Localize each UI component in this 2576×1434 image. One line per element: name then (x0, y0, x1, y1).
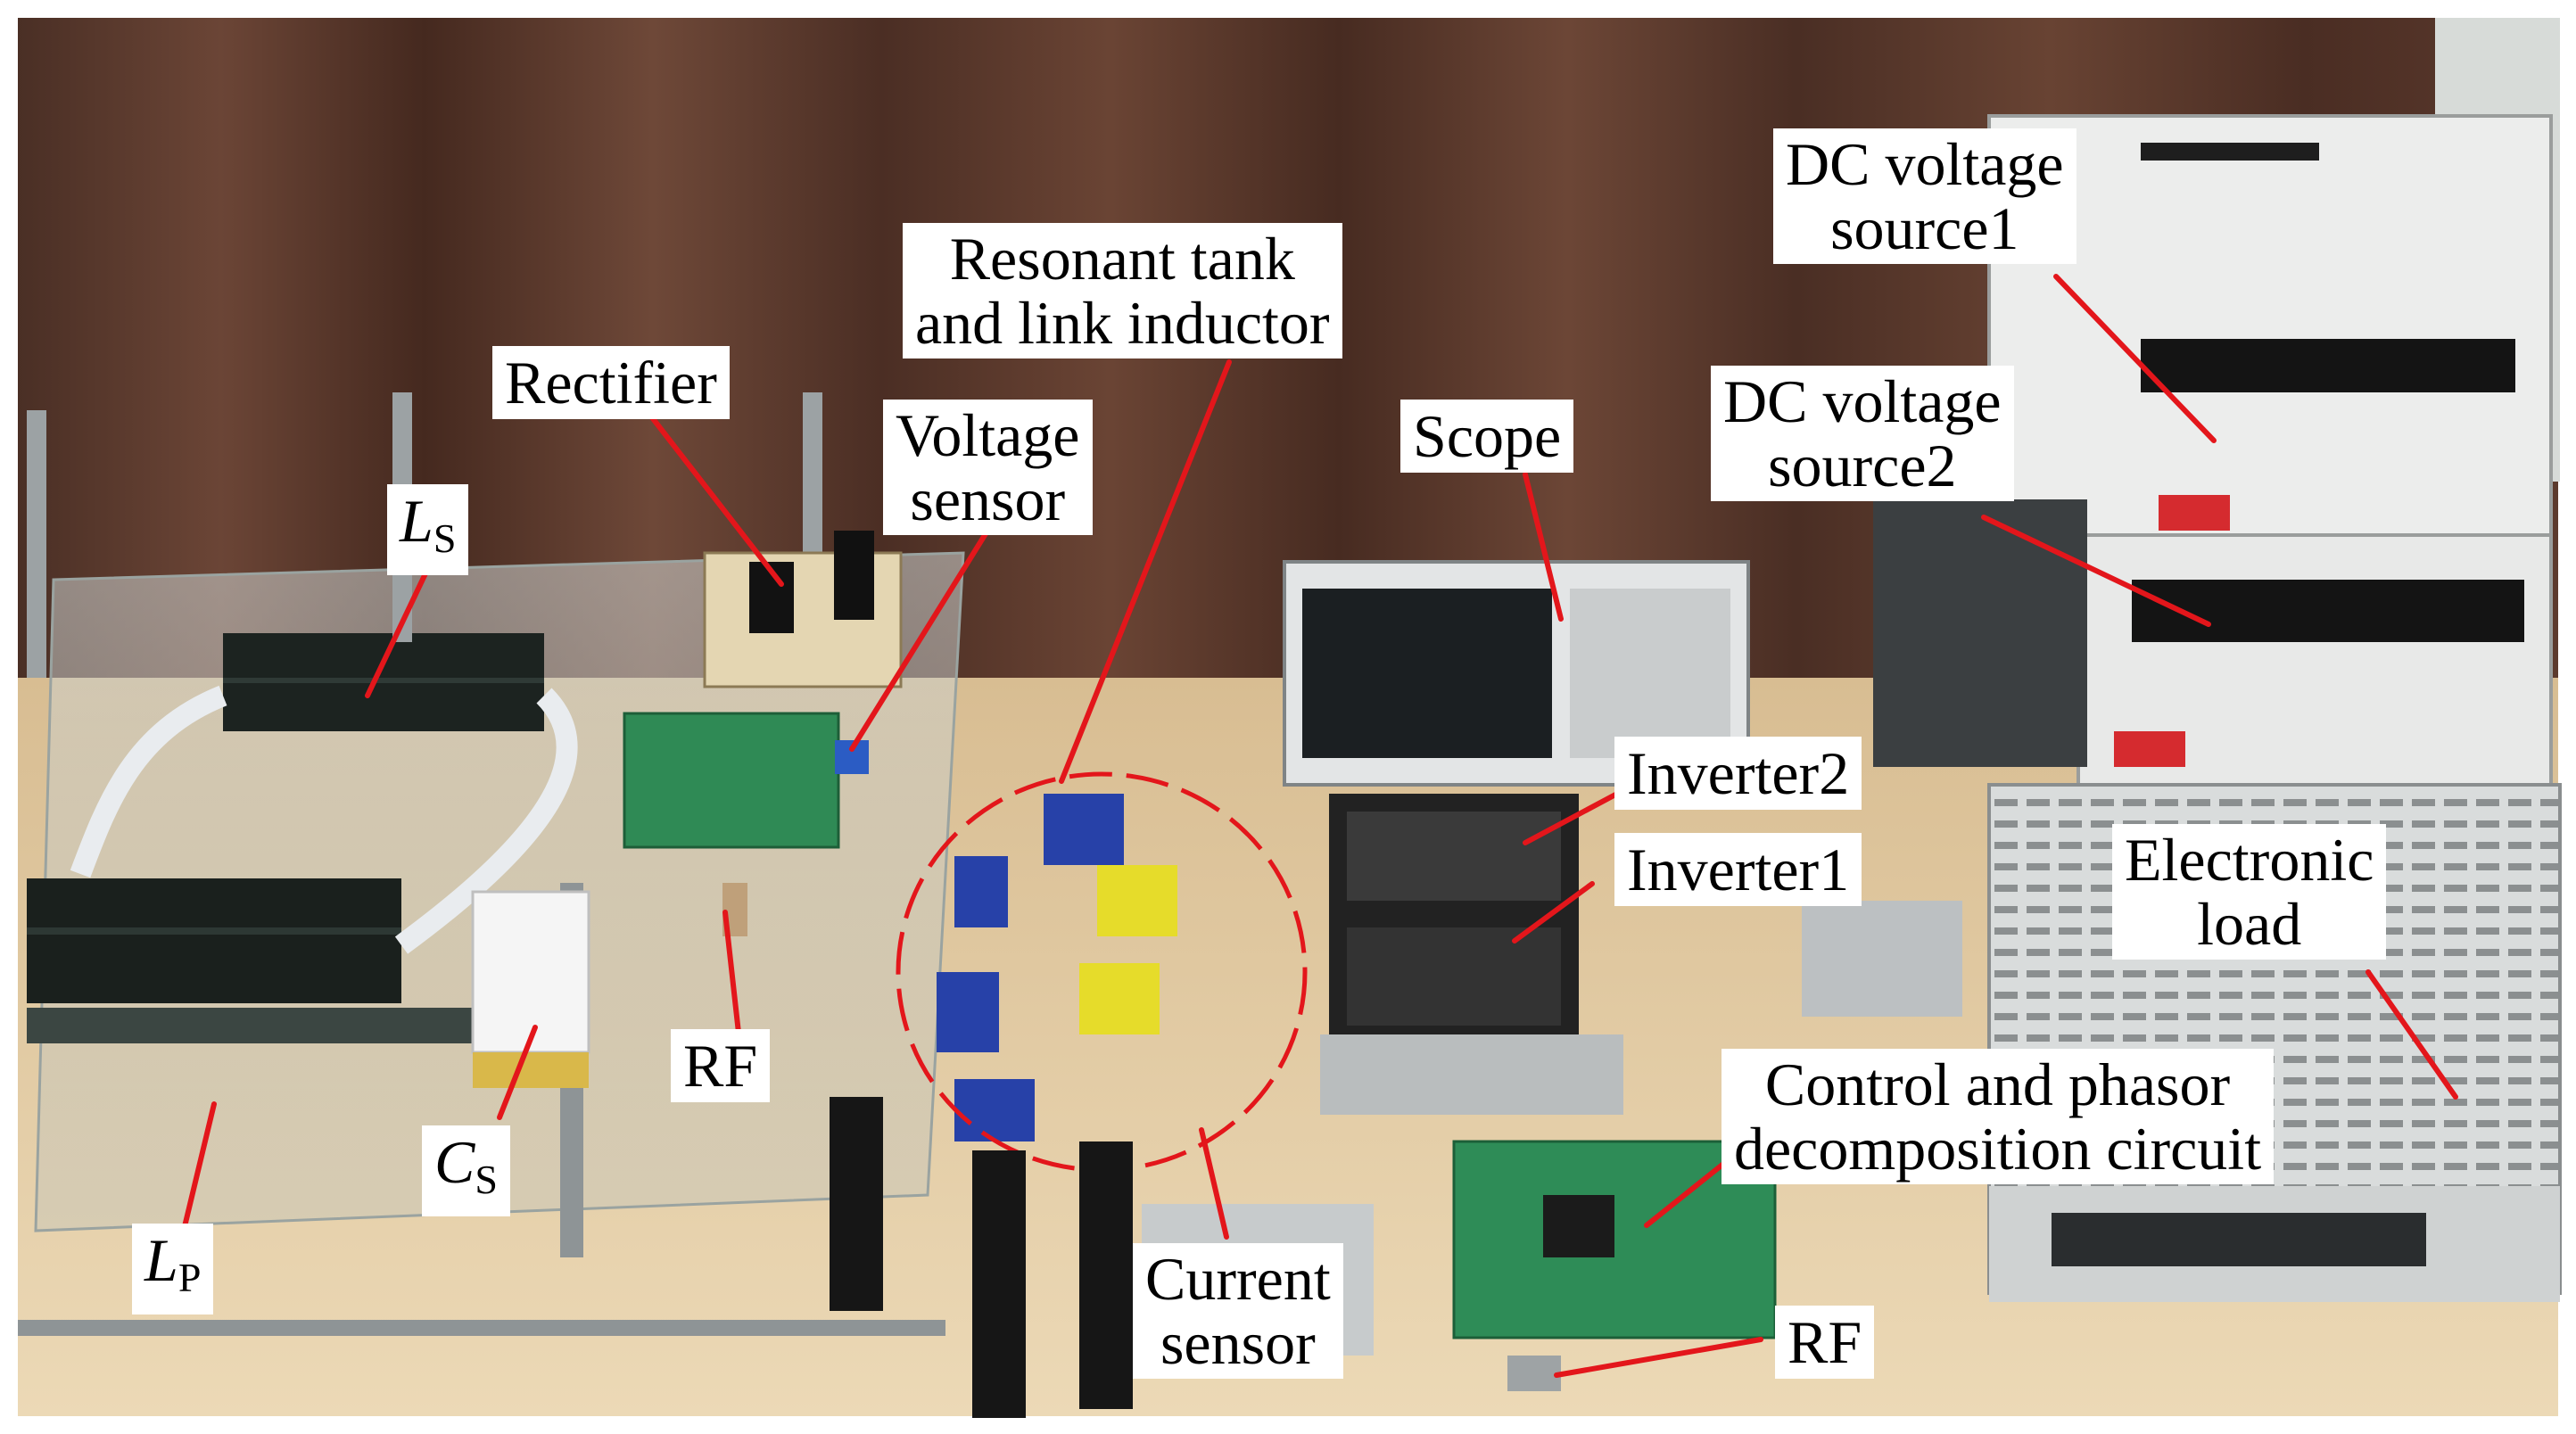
label-rf-right: RF (1775, 1306, 1875, 1379)
label-cs: CS (422, 1125, 510, 1216)
label-scope: Scope (1400, 400, 1574, 473)
label-lp: LP (132, 1224, 214, 1314)
label-inverter2: Inverter2 (1614, 737, 1862, 810)
label-ls: LS (387, 484, 469, 575)
label-rectifier: Rectifier (492, 346, 730, 419)
label-rf-left: RF (671, 1029, 771, 1102)
label-inverter1: Inverter1 (1614, 833, 1862, 906)
leader-lines (178, 274, 2458, 1378)
